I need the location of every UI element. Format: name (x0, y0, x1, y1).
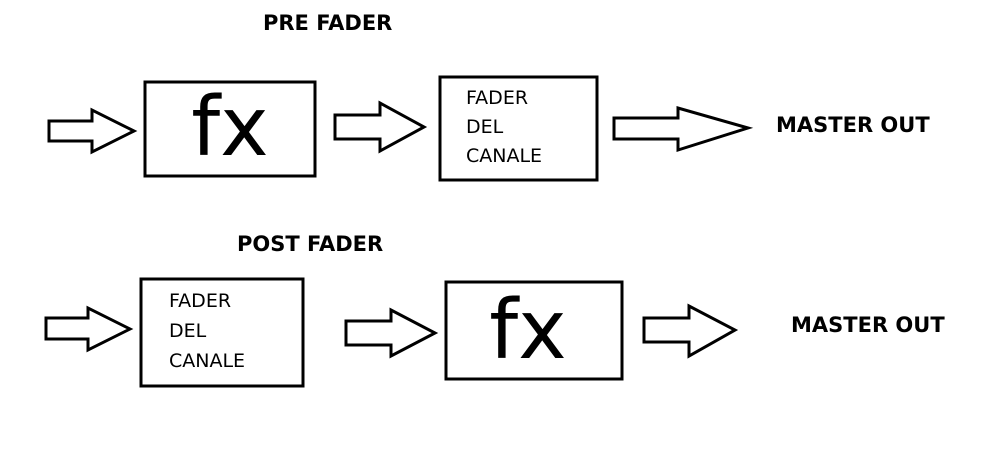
post-fader-middle-arrow (344, 307, 439, 359)
pre-fader-fader-line-2: DEL (466, 116, 504, 138)
post-fader-title: POST FADER (237, 232, 383, 256)
post-fader-output-arrow (642, 303, 739, 359)
pre-fader-master-out-label: MASTER OUT (776, 113, 930, 137)
post-fader-fx-box (444, 280, 624, 381)
pre-fader-input-arrow (47, 107, 138, 155)
post-fader-master-out-label: MASTER OUT (791, 313, 945, 337)
post-fader-fader-line-1: FADER (169, 290, 231, 312)
pre-fader-fader-line-3: CANALE (466, 145, 542, 167)
pre-fader-middle-arrow (333, 100, 428, 154)
post-fader-fader-line-3: CANALE (169, 350, 245, 372)
pre-fader-title: PRE FADER (263, 11, 392, 35)
pre-fader-output-arrow (612, 106, 754, 153)
post-fader-fader-line-2: DEL (169, 320, 207, 342)
pre-fader-channel-fader-box (438, 75, 599, 182)
pre-fader-fx-box (143, 80, 317, 178)
post-fader-fx-label: fx (489, 283, 566, 378)
post-fader-input-arrow (44, 305, 134, 353)
pre-fader-fader-line-1: FADER (466, 87, 528, 109)
post-fader-channel-fader-box (139, 277, 305, 388)
pre-fader-fx-label: fx (191, 80, 268, 175)
